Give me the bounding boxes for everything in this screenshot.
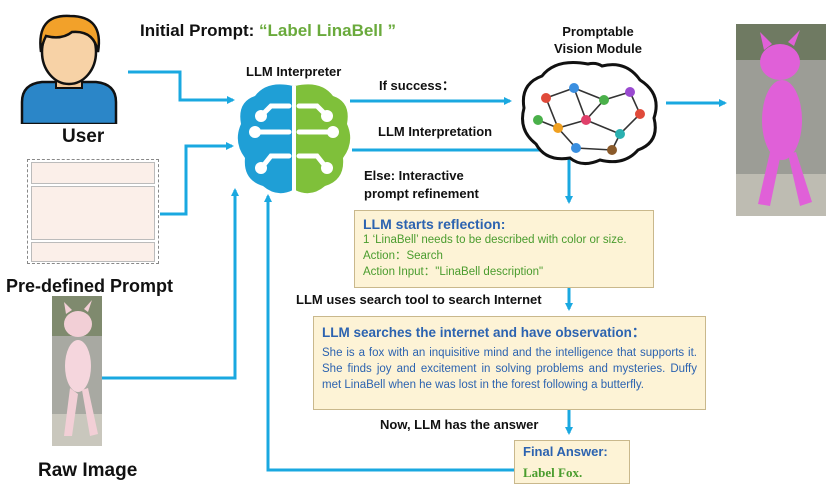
observation-box: LLM searches the internet and have obser… — [313, 316, 706, 410]
predefined-prompt-label: Pre-defined Prompt — [6, 276, 174, 296]
raw-mascot-photo — [52, 296, 102, 446]
else-line-1: Else: Interactive — [364, 168, 464, 183]
predefined-prompt-document — [27, 159, 159, 264]
reflection-title: LLM starts reflection: — [363, 216, 506, 232]
network-brain-icon — [521, 61, 658, 165]
search-tool-label: LLM uses search tool to search Internet — [296, 292, 542, 307]
if-success-label: If success： — [379, 78, 455, 93]
llm-interpretation-label: LLM Interpretation — [378, 124, 493, 139]
pvm-line-1: Promptable — [562, 24, 634, 39]
reflection-box: LLM starts reflection: 1 ‘LinaBell’ need… — [354, 210, 654, 288]
final-answer-value: Label Fox. — [523, 465, 583, 480]
promptable-vision-module-label: Promptable Vision Module — [540, 23, 656, 57]
raw-image-label: Raw Image — [38, 460, 138, 481]
else-line-2: prompt refinement — [364, 186, 479, 201]
reflection-line-3: Action Input："LinaBell description" — [363, 266, 544, 278]
else-refinement-label: Else: Interactive prompt refinement — [364, 167, 479, 203]
observation-title: LLM searches the internet and have obser… — [322, 325, 646, 340]
pvm-line-2: Vision Module — [554, 41, 642, 56]
title-quote: “Label LinaBell ” — [259, 21, 396, 40]
observation-body: She is a fox with an inquisitive mind an… — [322, 347, 697, 391]
llm-interpreter-label: LLM Interpreter — [246, 64, 342, 79]
user-avatar-icon — [20, 14, 118, 124]
initial-prompt-title: Initial Prompt: “Label LinaBell ” — [140, 21, 396, 41]
brain-circuit-icon — [237, 84, 351, 194]
reflection-line-1: 1 ‘LinaBell’ needs to be described with … — [363, 234, 627, 246]
now-answer-label: Now, LLM has the answer — [380, 417, 539, 432]
reflection-line-2: Action：Search — [363, 250, 443, 262]
title-prefix: Initial Prompt: — [140, 21, 259, 40]
final-answer-box: Final Answer: Label Fox. — [514, 440, 630, 484]
user-label: User — [62, 126, 105, 147]
final-answer-title: Final Answer: — [523, 444, 608, 459]
segmented-mascot-photo — [736, 24, 826, 216]
